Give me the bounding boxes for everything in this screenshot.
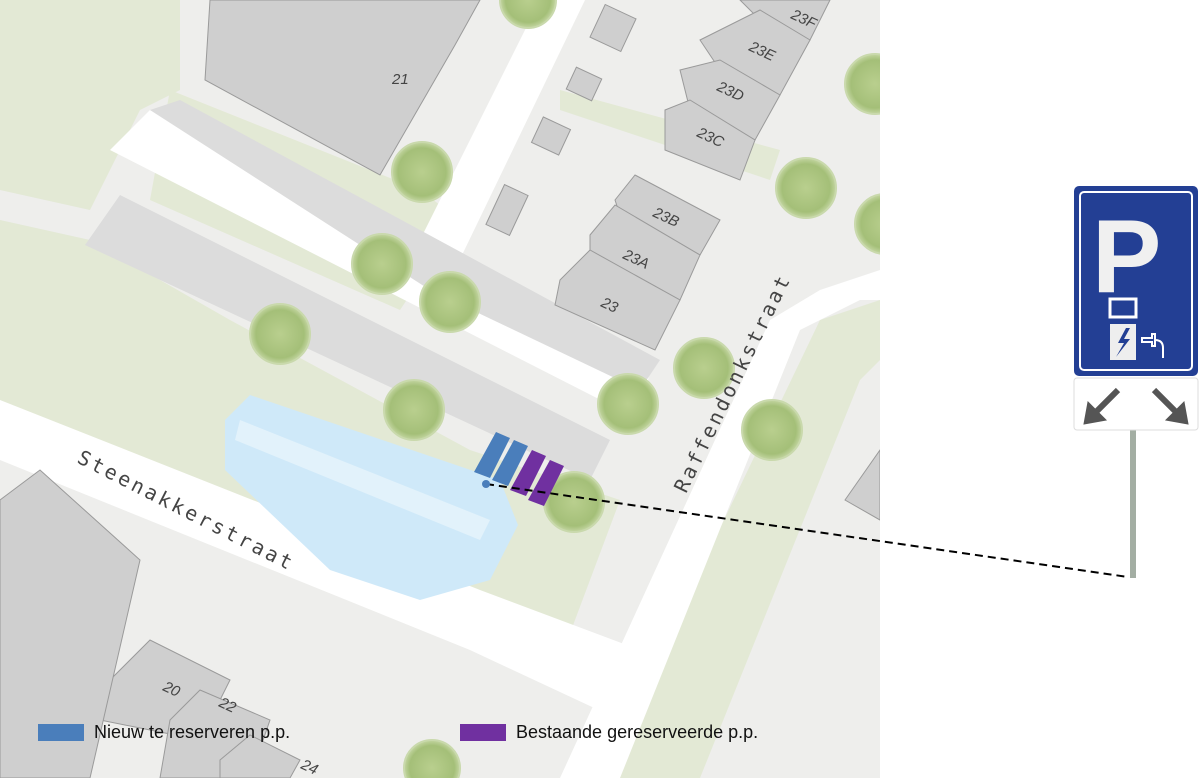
tree: [403, 739, 461, 778]
parking-sign-charging: P: [1073, 186, 1199, 578]
shed: [530, 116, 572, 156]
sign-subplate: [1073, 377, 1199, 431]
legend-item-existing: Bestaande gereserveerde p.p.: [460, 722, 758, 743]
tree: [249, 303, 311, 365]
building-label: 21: [391, 71, 409, 88]
sign-box-icon: [1108, 297, 1138, 319]
building: [0, 469, 141, 778]
tree: [844, 53, 880, 115]
building-21: [204, 0, 481, 176]
tree: [351, 233, 413, 295]
tree: [499, 0, 557, 29]
tree: [391, 141, 453, 203]
tree: [775, 157, 837, 219]
building-label: 22: [215, 694, 239, 717]
legend-label: Nieuw te reserveren p.p.: [94, 722, 291, 742]
connector-line: [485, 483, 1129, 578]
building-23: [554, 249, 681, 351]
block-area: [700, 360, 880, 778]
parking-spot-new[interactable]: [492, 440, 528, 486]
legend-swatch-purple: [460, 724, 506, 741]
building-23C: [664, 99, 756, 181]
arrow-down-left-icon: [1083, 387, 1121, 425]
building-label: 20: [159, 678, 183, 701]
sign-location-marker: [482, 480, 490, 488]
tree: [673, 337, 735, 399]
tree: [383, 379, 445, 441]
building-label: 24: [297, 756, 320, 778]
sign-pole: [1130, 428, 1136, 578]
tree: [741, 399, 803, 461]
tree: [419, 271, 481, 333]
parking-spot-existing[interactable]: [528, 460, 564, 506]
sign-panel: [1074, 186, 1198, 376]
building: [844, 449, 880, 521]
plug-icon: [1141, 333, 1164, 358]
tree: [854, 193, 880, 255]
arrow-down-right-icon: [1151, 387, 1189, 425]
green-area: [0, 0, 180, 210]
legend-label: Bestaande gereserveerde p.p.: [516, 722, 759, 742]
pond-path: [235, 420, 490, 540]
building-24: [219, 734, 301, 778]
shed: [565, 66, 603, 102]
parking-strip: [85, 195, 610, 480]
legend-swatch-blue: [38, 724, 84, 741]
shed: [589, 3, 637, 53]
parking-spot-existing[interactable]: [510, 450, 546, 496]
sign-letter: P: [1092, 199, 1161, 315]
building-label: 23: [597, 294, 621, 317]
shed: [485, 183, 529, 237]
road-north: [400, 0, 585, 300]
parking-spot-new[interactable]: [474, 432, 510, 478]
legend-item-new: Nieuw te reserveren p.p.: [38, 722, 290, 743]
road-raffendonkstraat: [560, 270, 880, 778]
tree: [597, 373, 659, 435]
